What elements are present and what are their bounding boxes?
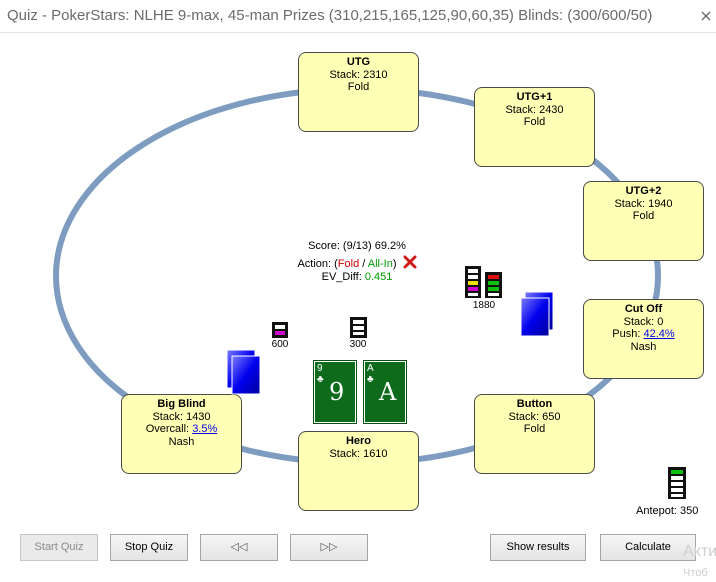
score-text: Score: (9/13) 69.2% [308, 240, 406, 252]
seat-utg1: UTG+1 Stack: 2430 Fold [474, 87, 595, 167]
seat-stack: Stack: 0 [623, 315, 664, 328]
next-button[interactable]: ▷▷ [290, 534, 368, 561]
hero-card-1: 9 ♣ 9 [314, 361, 356, 423]
close-icon[interactable] [697, 7, 716, 25]
seat-name: Hero [345, 435, 372, 447]
seat-button: Button Stack: 650 Fold [474, 394, 595, 474]
seat-utg2: UTG+2 Stack: 1940 Fold [583, 181, 704, 261]
ev-value: 0.451 [364, 271, 393, 283]
activation-watermark: Акти [683, 543, 716, 560]
seat-action: Fold [347, 81, 370, 93]
seat-stack: Stack: 1610 [329, 447, 388, 460]
seat-overcall: Overcall: 3.5% [122, 423, 241, 436]
seat-action: Fold [523, 116, 546, 128]
window-title: Quiz - PokerStars: NLHE 9-max, 45-man Pr… [7, 7, 653, 24]
card-rank-small: A [367, 363, 374, 374]
action-line: Action: (Fold / All-In) [297, 253, 417, 271]
seat-strategy: Nash [168, 435, 195, 448]
seat-name: Cut Off [624, 303, 663, 315]
title-bar: Quiz - PokerStars: NLHE 9-max, 45-man Pr… [0, 0, 716, 33]
chip-stack-icon [668, 467, 686, 499]
quiz-info: Score: (9/13) 69.2% Action: (Fold / All-… [297, 240, 417, 284]
ev-label: EV_Diff: [321, 271, 365, 283]
bigblind-bet-amount: 600 [271, 339, 289, 350]
previous-button[interactable]: ◁◁ [200, 534, 278, 561]
card-back-icon [520, 291, 555, 341]
hero-card-2: A ♣ A [364, 361, 406, 423]
seat-stack: Stack: 650 [508, 410, 561, 423]
action-suffix: ) [392, 258, 397, 270]
seat-name: Big Blind [157, 398, 206, 410]
seat-stack: Stack: 2310 [329, 68, 388, 81]
overcall-percent-link[interactable]: 3.5% [192, 423, 218, 435]
seat-hero: Hero Stack: 1610 [298, 431, 419, 511]
seat-stack: Stack: 2430 [505, 103, 564, 116]
cutoff-bet-amount: 1880 [472, 300, 496, 311]
club-icon: ♣ [317, 374, 324, 385]
seat-name: UTG+1 [516, 91, 553, 103]
action-sep: / [359, 258, 368, 270]
push-prefix: Push: [612, 328, 644, 340]
club-icon: ♣ [367, 374, 374, 385]
start-quiz-button[interactable]: Start Quiz [20, 534, 98, 561]
push-percent-link[interactable]: 42.4% [643, 328, 675, 340]
seat-big-blind: Big Blind Stack: 1430 Overcall: 3.5% Nas… [121, 394, 242, 474]
x-mark-icon [403, 255, 417, 273]
show-results-button[interactable]: Show results [490, 534, 586, 561]
seat-stack: Stack: 1940 [614, 197, 673, 210]
action-prefix: Action: ( [297, 258, 338, 270]
card-back-icon [225, 349, 261, 399]
seat-action: Fold [632, 210, 655, 222]
stop-quiz-button[interactable]: Stop Quiz [110, 534, 188, 561]
activation-watermark-sub: Чтоб [683, 567, 708, 579]
calculate-button[interactable]: Calculate [600, 534, 696, 561]
chip-stack-icon [465, 265, 505, 299]
card-rank-small: 9 [317, 363, 323, 374]
seat-strategy: Nash [630, 340, 657, 353]
card-rank-big: A [379, 378, 397, 406]
overcall-prefix: Overcall: [145, 423, 193, 435]
smallblind-bet-amount: 300 [349, 339, 367, 350]
seat-cutoff: Cut Off Stack: 0 Push: 42.4% Nash [583, 299, 704, 379]
seat-push: Push: 42.4% [584, 328, 703, 341]
seat-utg: UTG Stack: 2310 Fold [298, 52, 419, 132]
ev-line: EV_Diff: 0.451 [297, 271, 417, 284]
action-allin: All-In [367, 258, 393, 270]
chip-stack-icon [272, 322, 288, 338]
seat-stack: Stack: 1430 [152, 410, 211, 423]
chip-stack-icon [350, 317, 367, 338]
seat-name: UTG [346, 56, 371, 68]
seat-action: Fold [523, 423, 546, 435]
seat-name: UTG+2 [625, 185, 662, 197]
action-fold: Fold [337, 258, 360, 270]
antepot-label: Antepot: 350 [636, 505, 699, 517]
seat-name: Button [516, 398, 553, 410]
card-rank-big: 9 [329, 378, 345, 406]
